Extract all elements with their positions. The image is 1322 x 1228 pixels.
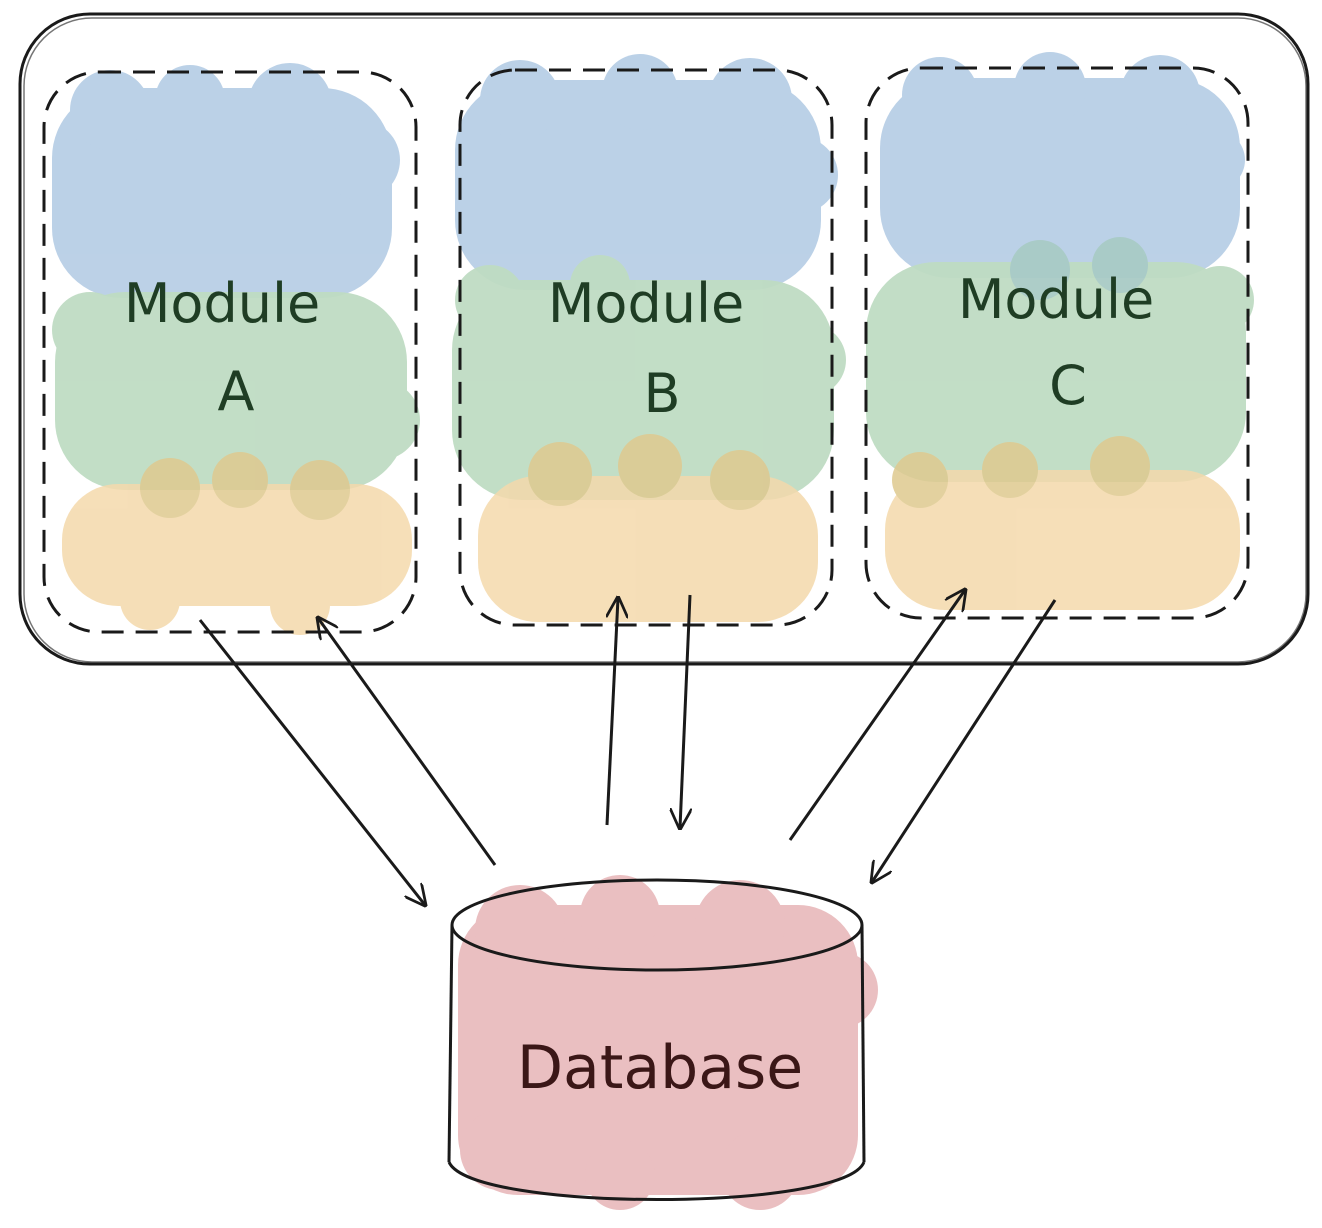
arrow-module-b-to-database <box>680 594 690 828</box>
module-b-label-line2: B <box>643 362 680 425</box>
module-c-label-line1: Module <box>958 268 1154 331</box>
arrow-database-to-module-a <box>318 618 497 866</box>
module-c-layer-middle <box>866 237 1254 482</box>
connections <box>198 590 1057 905</box>
database: Database <box>447 875 878 1210</box>
module-a: Module A <box>42 63 420 635</box>
module-b-label-line1: Module <box>548 272 744 335</box>
module-c: Module C <box>864 52 1254 620</box>
module-c-label-line2: C <box>1049 354 1087 417</box>
database-fill <box>458 875 878 1210</box>
database-label: Database <box>517 1033 803 1103</box>
database-outline <box>447 878 866 1201</box>
arrow-database-to-module-b <box>605 598 618 826</box>
module-b-layer-top <box>455 54 838 290</box>
module-b-layer-bottom <box>478 434 818 622</box>
module-c-layer-bottom <box>885 436 1240 610</box>
module-c-layer-top <box>880 52 1245 278</box>
module-c-boundary <box>864 66 1250 620</box>
arrow-database-to-module-c <box>788 590 965 841</box>
module-a-label-line2: A <box>218 360 255 423</box>
application-container <box>18 12 1310 666</box>
module-a-layer-top <box>52 63 400 298</box>
arrow-module-c-to-database <box>872 599 1057 882</box>
arrow-module-a-to-database <box>198 619 425 905</box>
module-a-layer-middle <box>52 292 420 490</box>
module-b: Module B <box>452 54 846 627</box>
module-a-layer-bottom <box>62 452 412 635</box>
module-a-label-line1: Module <box>124 272 320 335</box>
